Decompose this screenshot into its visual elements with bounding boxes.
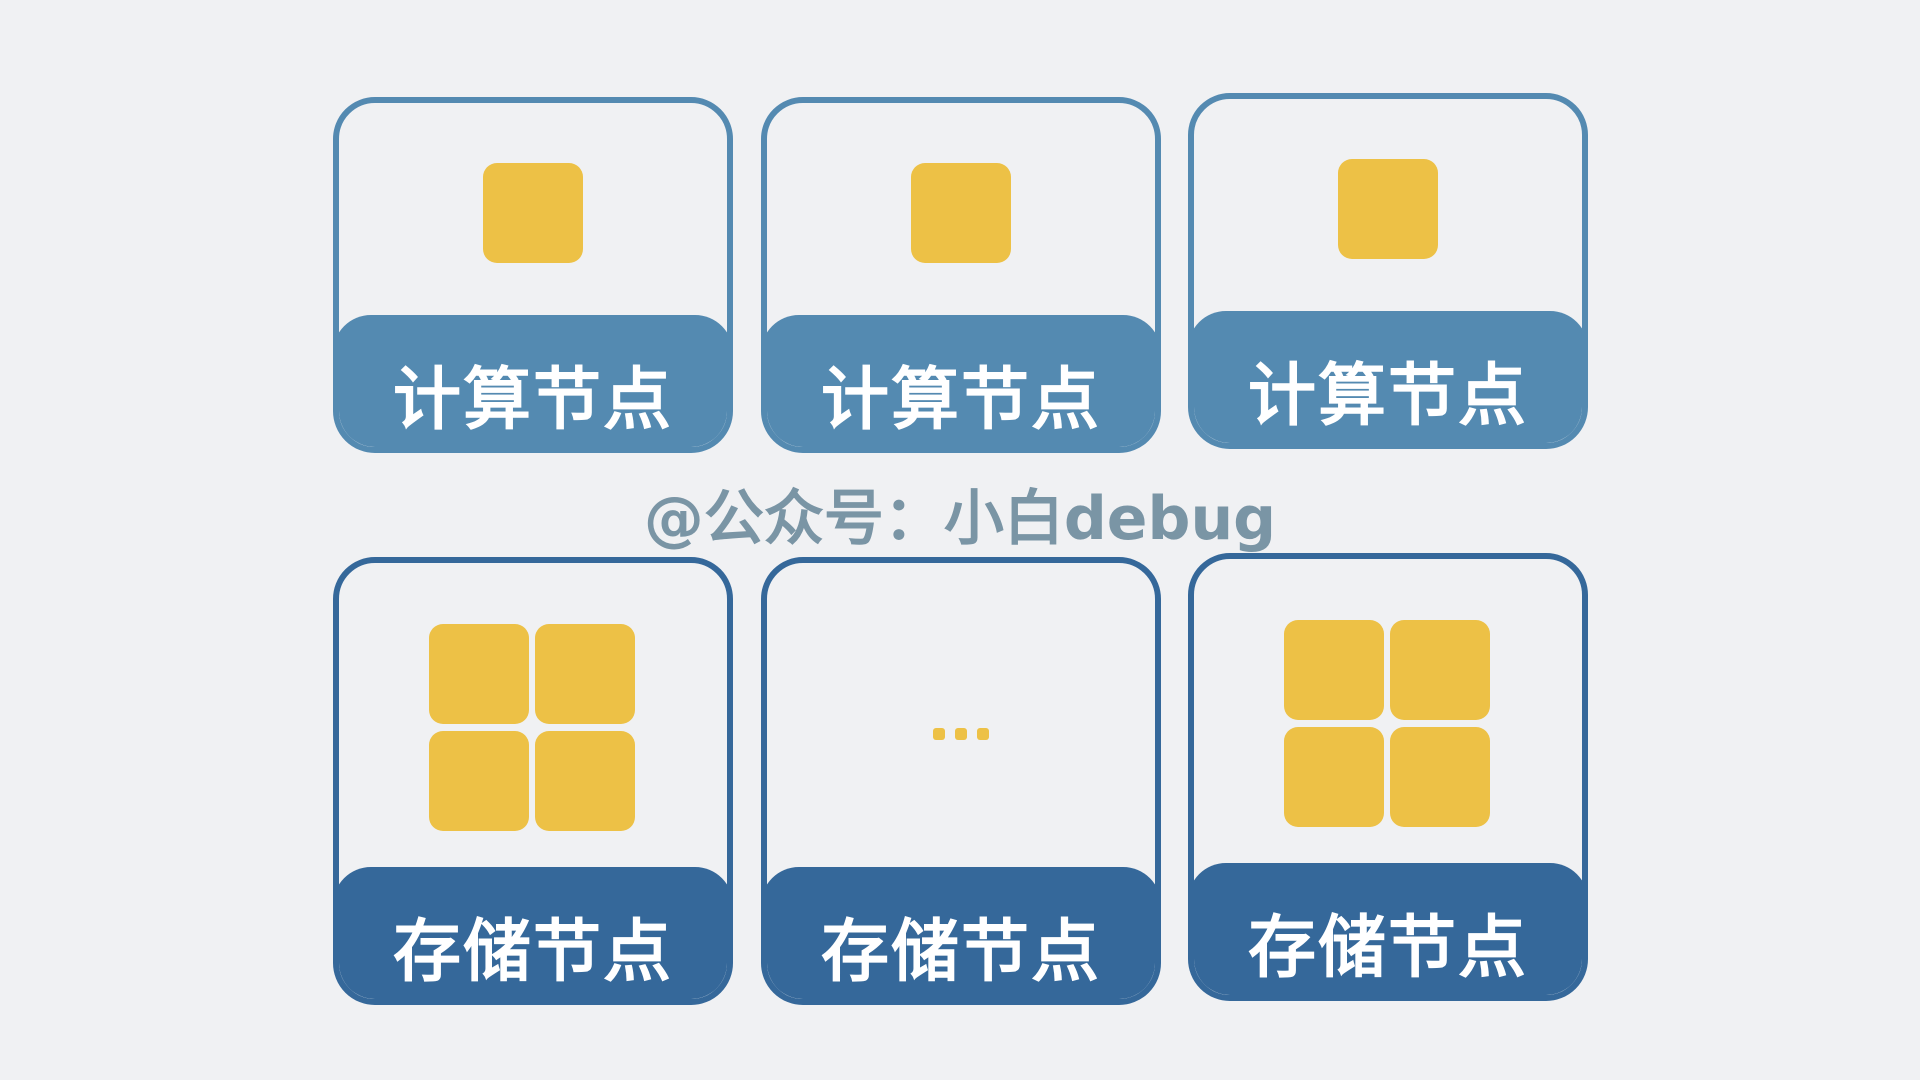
data-block	[535, 731, 635, 831]
data-block	[1390, 727, 1490, 827]
node-label: 存储节点	[339, 867, 727, 999]
data-block	[429, 624, 529, 724]
data-block	[535, 624, 635, 724]
storage-node-2: 存储节点	[761, 557, 1161, 1005]
node-label: 计算节点	[767, 315, 1155, 447]
data-block	[429, 731, 529, 831]
node-label: 存储节点	[1194, 863, 1582, 995]
compute-node-1: 计算节点	[333, 97, 733, 453]
data-block	[911, 163, 1011, 263]
data-block	[1390, 620, 1490, 720]
compute-node-3: 计算节点	[1188, 93, 1588, 449]
node-label: 计算节点	[339, 315, 727, 447]
node-label: 计算节点	[1194, 311, 1582, 443]
watermark: @公众号：小白debug	[643, 484, 1277, 554]
data-block	[1284, 620, 1384, 720]
compute-node-2: 计算节点	[761, 97, 1161, 453]
data-block	[1338, 159, 1438, 259]
data-block	[1284, 727, 1384, 827]
storage-node-3: 存储节点	[1188, 553, 1588, 1001]
ellipsis	[767, 725, 1155, 744]
data-block	[483, 163, 583, 263]
node-label: 存储节点	[767, 867, 1155, 999]
storage-node-1: 存储节点	[333, 557, 733, 1005]
